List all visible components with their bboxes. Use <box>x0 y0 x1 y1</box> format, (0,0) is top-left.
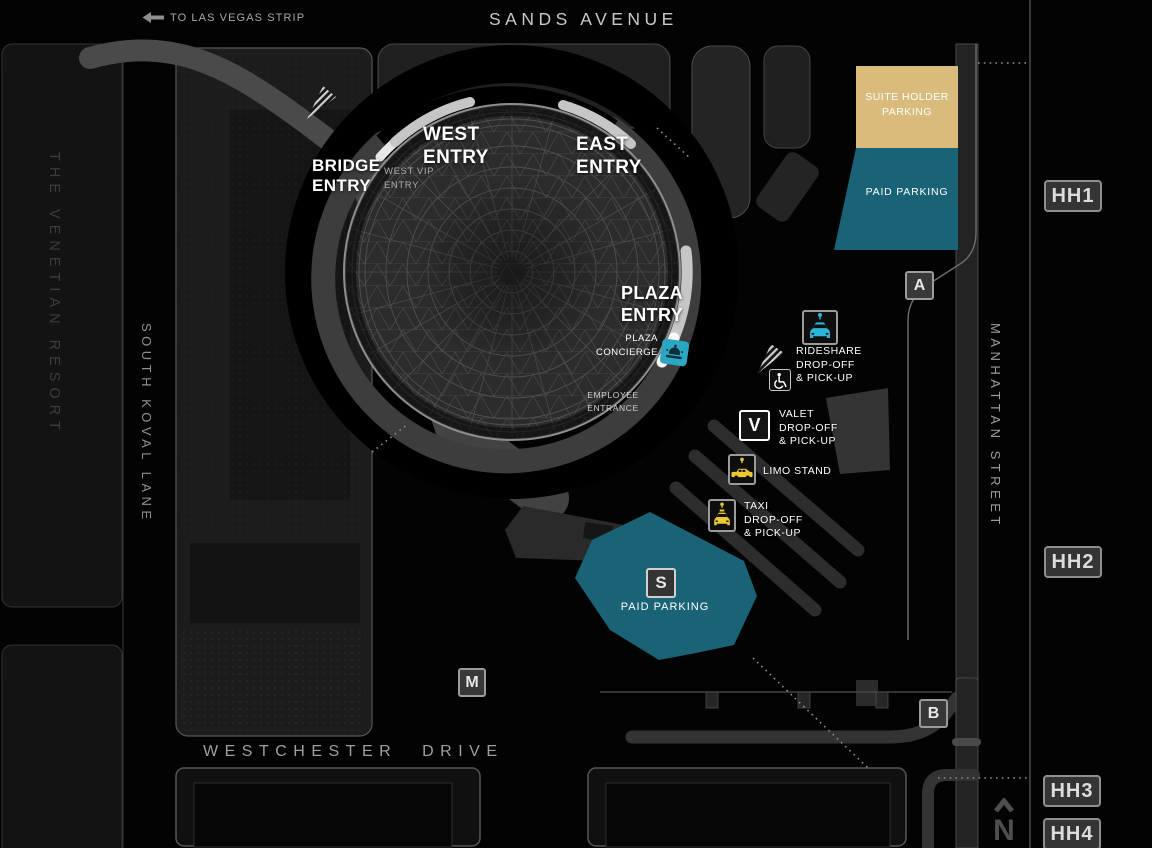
north-label: N <box>993 814 1015 844</box>
concierge-icon-box <box>659 338 690 367</box>
taxi-icon <box>714 502 730 526</box>
parking-badge-a: A <box>905 271 934 300</box>
limo-icon-box <box>728 454 756 485</box>
suite-holder-parking-area <box>856 66 958 148</box>
venetian-resort-blocks <box>1 43 123 848</box>
direction-note-to-strip: TO LAS VEGAS STRIP <box>170 12 306 24</box>
gate-badge-hh1: HH1 <box>1044 180 1102 212</box>
north-arrow-icon: N <box>990 796 1018 848</box>
plaza-entry-arc <box>668 245 693 344</box>
rideshare-icon-box <box>802 310 838 345</box>
parking-badge-s: S <box>646 568 676 598</box>
street-label-venetian-resort: THE VENETIAN RESORT <box>46 152 62 436</box>
queue-lanes <box>669 419 865 617</box>
paid-parking-north-area <box>834 148 958 250</box>
south-blocks <box>175 680 907 848</box>
paid-parking-south-label: PAID PARKING <box>620 601 710 613</box>
rideshare-crosswalk-stripes <box>757 344 784 374</box>
street-label-westchester-drive: WESTCHESTER DRIVE <box>203 743 504 760</box>
sphere-dome <box>343 103 681 441</box>
left-arrow-icon <box>142 12 164 23</box>
parking-badge-m: M <box>458 668 486 697</box>
limo-icon <box>731 457 753 480</box>
west-entry-arc <box>390 97 475 147</box>
accessible-icon-box <box>769 369 791 391</box>
limo-stand-label: LIMO STAND <box>763 465 832 477</box>
crosswalk-stripes <box>307 86 784 374</box>
dotted-lines <box>371 62 1028 779</box>
parking-badge-b: B <box>919 699 948 728</box>
service-road-curbs <box>907 44 977 640</box>
plaza-dotted-lot <box>826 388 890 474</box>
east-entry-arc <box>558 100 636 149</box>
manhattan-street-road <box>955 0 1031 848</box>
taxi-icon-box <box>708 499 736 532</box>
gate-badge-hh2: HH2 <box>1044 546 1102 578</box>
street-label-sands-avenue: SANDS AVENUE <box>489 9 678 29</box>
gate-badge-hh4: HH4 <box>1043 818 1101 848</box>
paid-parking-north-label: PAID PARKING <box>865 186 949 198</box>
concierge-bell-icon <box>665 344 684 360</box>
rideshare-car-icon <box>810 313 830 338</box>
street-label-manhattan-street: MANHATTAN STREET <box>988 323 1003 529</box>
valet-badge-v: V <box>739 410 770 441</box>
wheelchair-icon <box>773 372 787 389</box>
bridge-crosswalk-stripes <box>307 86 336 119</box>
street-label-south-koval-lane: SOUTH KOVAL LANE <box>139 323 154 524</box>
gate-badge-hh3: HH3 <box>1043 775 1101 807</box>
